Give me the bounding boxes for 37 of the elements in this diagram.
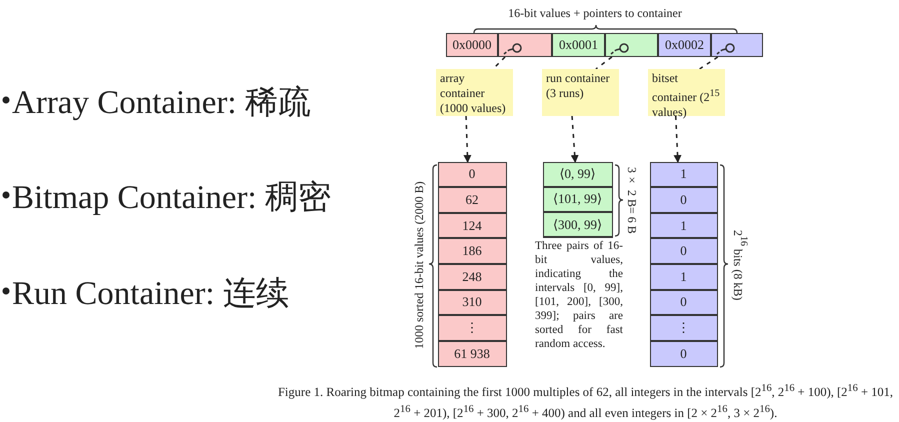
arrow xyxy=(674,116,682,163)
value-cell: 0 xyxy=(650,187,718,213)
pointer-cell xyxy=(605,33,658,57)
arrow xyxy=(463,116,472,163)
brace-label: 16-bit values + pointers to container xyxy=(507,6,683,21)
value-cell: 248 xyxy=(438,264,506,290)
bullet-text: Array Container: 稀疏 xyxy=(12,84,312,123)
size-label: 3× 2 B= 6 B xyxy=(624,166,639,236)
value-cell: 1 xyxy=(650,212,718,238)
key-cell: 0x0002 xyxy=(658,33,711,57)
bullet-text: Bitmap Container: 稠密 xyxy=(12,179,332,218)
description-text: Three pairs of 16-bit values, indicating the intervals [0, 99], [101, 200], [300, 399]; pairs are sorted for fast random access. xyxy=(535,239,623,351)
value-cell: 0 xyxy=(650,290,718,316)
value-cell: 310 xyxy=(438,290,506,316)
value-cell: ⟨101, 99⟩ xyxy=(542,186,612,212)
value-cell: 62 xyxy=(438,187,506,213)
value-cell: ⋮ xyxy=(650,315,718,341)
value-cell: ⋮ xyxy=(438,315,506,341)
pointer-cell xyxy=(498,33,552,57)
connector-line xyxy=(595,56,612,70)
caption: Figure 1. Roaring bitmap containing the first 1000 multiples of 62, all integers in the intervals [2$^{16}$, 2$^{16}$ + 100), [2$^{16}$ + 101, 2$^{16}$ + 201), [2$^{16}$ + 300, 2$^{16}$ + 400) and all even integers in [2 × 2$^{16}$, 3 × 2$^{16}$). xyxy=(276,382,894,422)
note-box: array container (1000 values) xyxy=(436,69,513,116)
arrow xyxy=(570,116,579,163)
key-cell: 0x0001 xyxy=(552,33,605,57)
value-cell: 186 xyxy=(438,238,506,264)
value-cell: 124 xyxy=(438,212,506,238)
note-box: bitset container (2$^{15}$ values) xyxy=(648,69,725,116)
size-label: 1000 sorted 16-bit values (2000 B) xyxy=(412,180,427,351)
note-box: run container (3 runs) xyxy=(542,69,619,116)
value-cell: ⟨300, 99⟩ xyxy=(542,212,612,238)
bullet-text: Run Container: 连续 xyxy=(12,275,290,314)
value-cell: 1 xyxy=(650,264,718,290)
value-cell: 0 xyxy=(650,238,718,264)
connector-line xyxy=(699,56,718,70)
key-cell: 0x0000 xyxy=(446,33,498,57)
pointer-cell xyxy=(711,33,763,57)
container-box xyxy=(543,162,613,238)
